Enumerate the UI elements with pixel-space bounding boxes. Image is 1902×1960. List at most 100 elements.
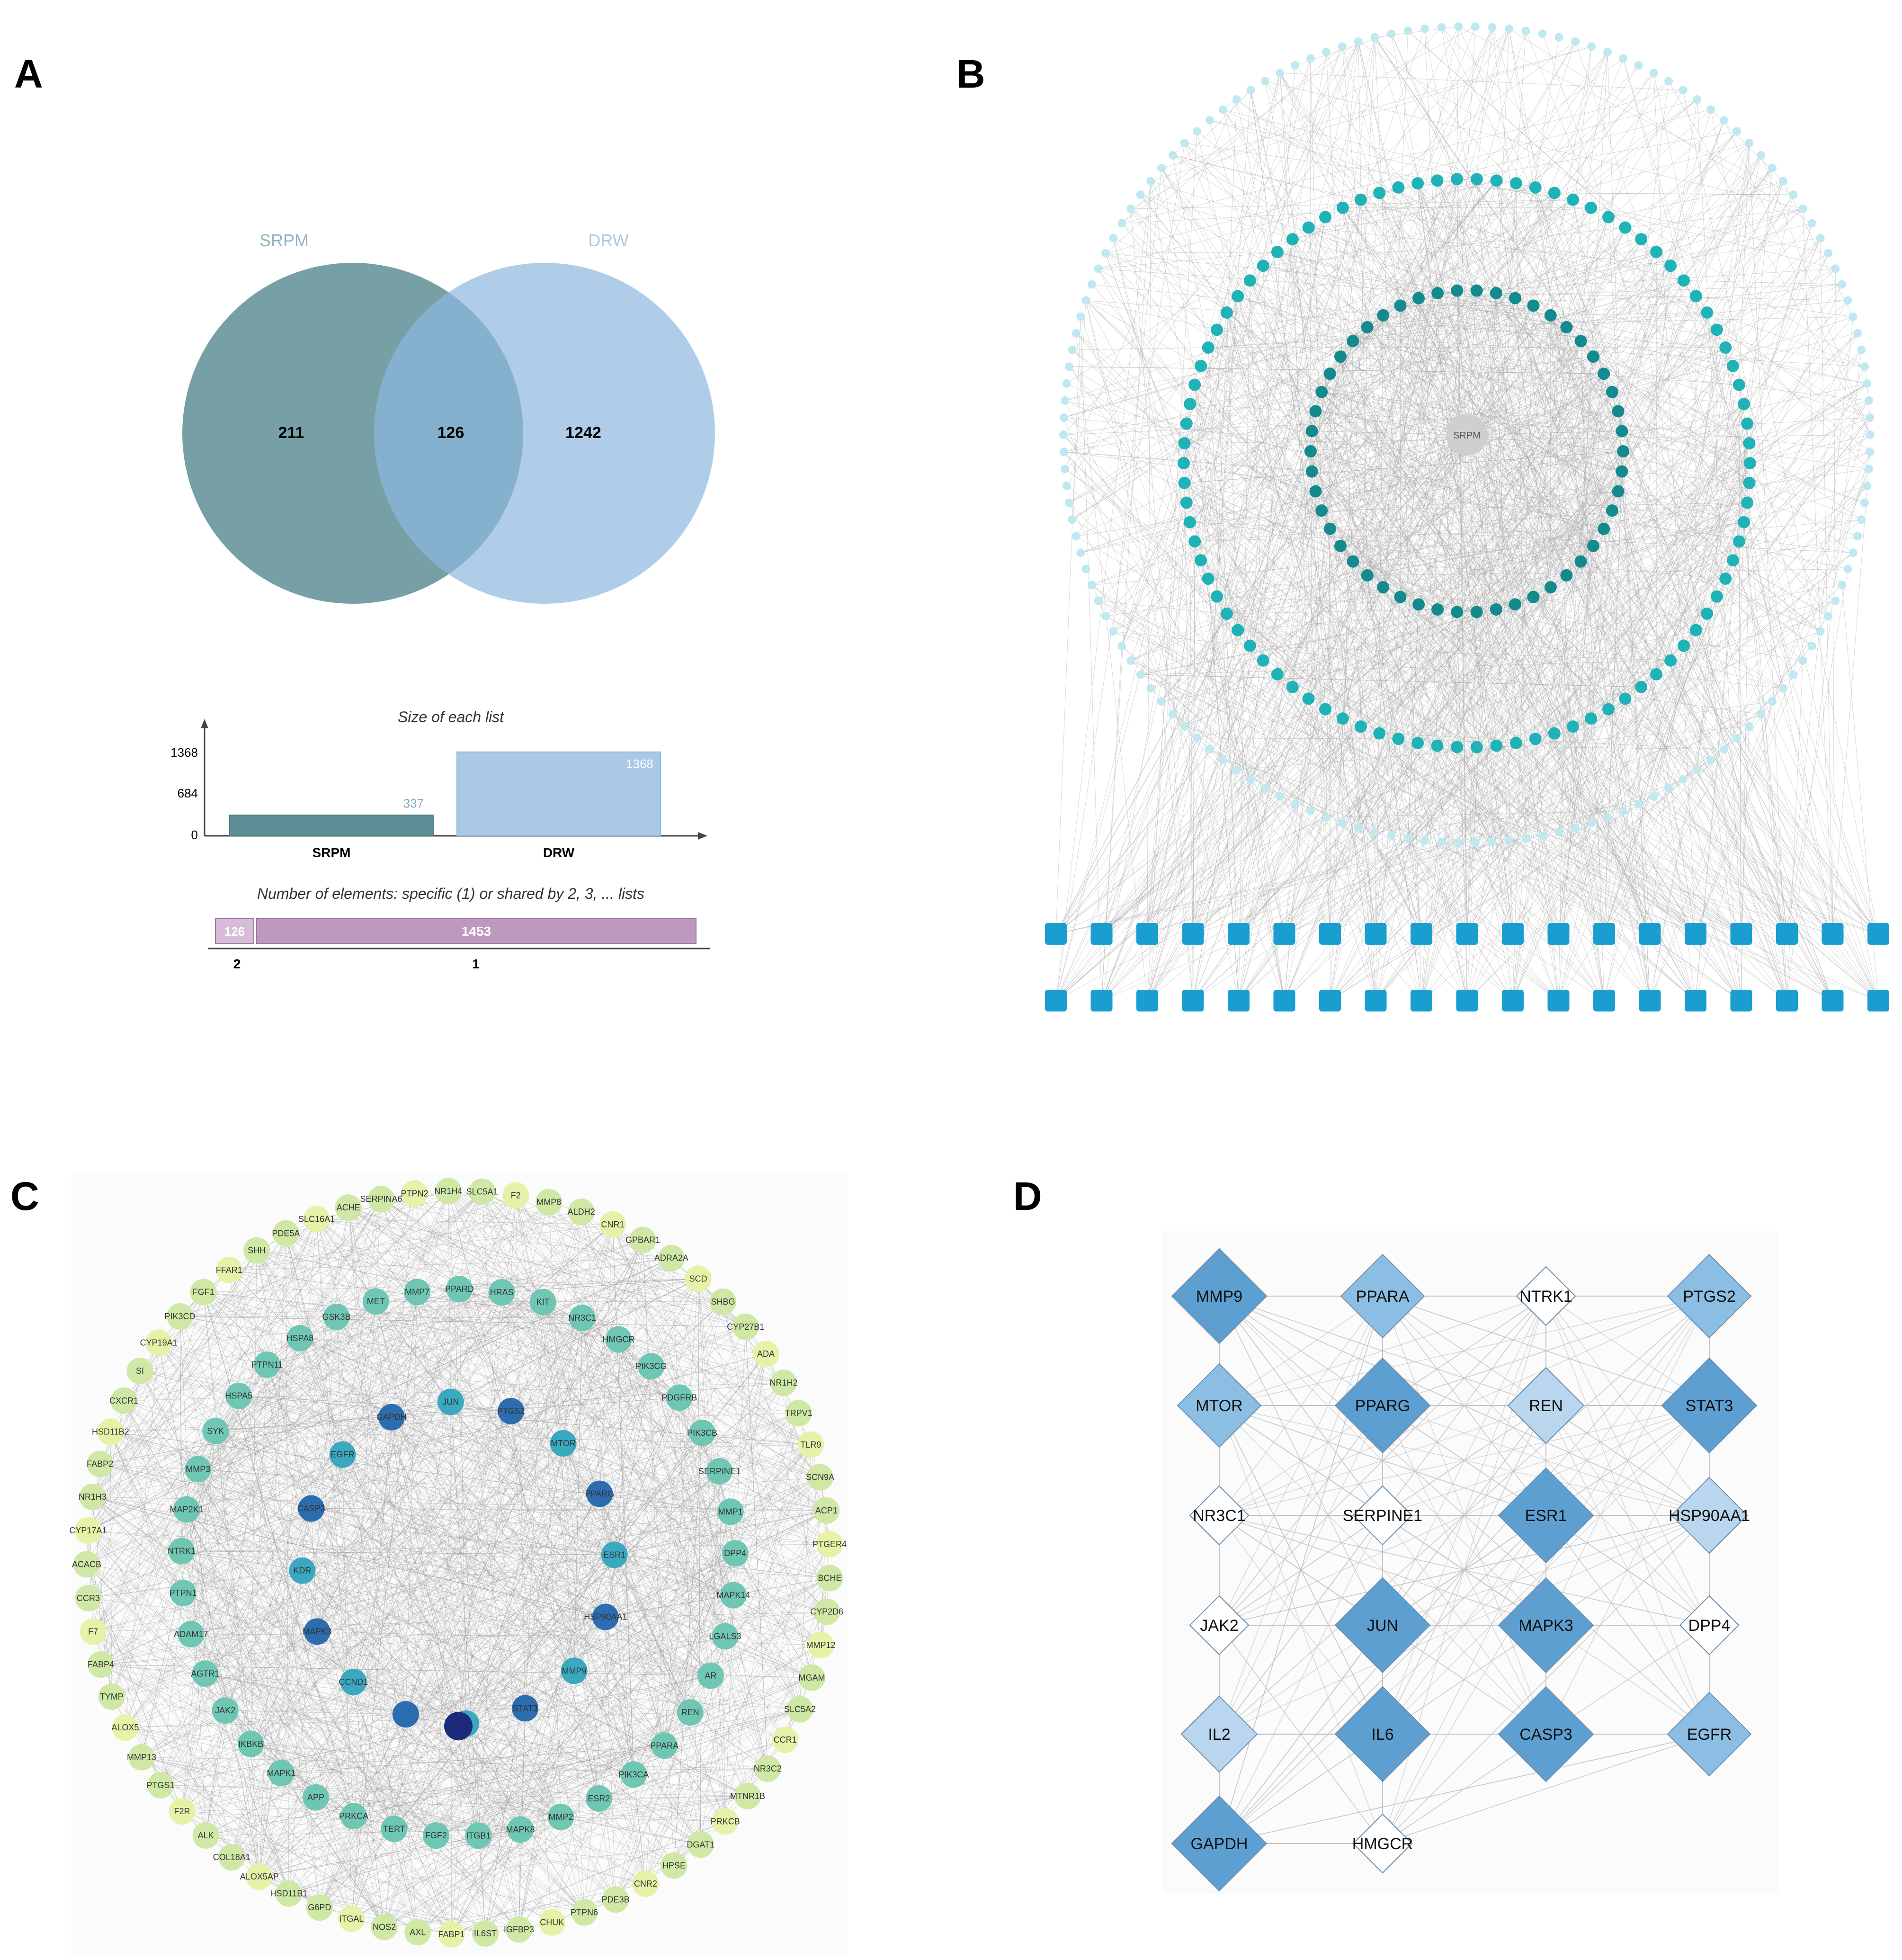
network-d-node <box>1171 1248 1268 1344</box>
network-b-middle-node <box>1470 741 1483 753</box>
network-c-node <box>717 1498 744 1525</box>
network-c-node <box>620 1761 647 1788</box>
venn-circle-drw <box>374 263 715 604</box>
network-b-outer-node <box>1863 379 1872 388</box>
network-b-middle-node <box>1726 359 1739 372</box>
network-b-outer-node <box>1488 23 1497 32</box>
network-b-middle-node <box>1732 378 1745 391</box>
network-b-outer-node <box>1370 828 1379 837</box>
network-b-outer-node <box>1857 345 1866 354</box>
elements-segment-specific <box>256 918 697 944</box>
network-b-outer-node <box>1853 329 1862 338</box>
network-b-outer-node <box>1471 838 1480 847</box>
network-b-middle-node <box>1619 221 1632 234</box>
network-b-outer-node <box>1180 139 1189 148</box>
network-b-middle-node <box>1743 476 1756 489</box>
network-b-middle-node <box>1232 624 1244 636</box>
network-c-node-label: CNR2 <box>634 1879 657 1888</box>
network-b-inner-node <box>1431 603 1444 616</box>
network-b-middle-node <box>1431 174 1444 187</box>
panel-a: A SRPM DRW 211 126 1242 Size of each lis… <box>14 52 715 971</box>
network-c-node <box>435 1178 462 1205</box>
network-b-outer-node <box>1276 792 1285 801</box>
network-c-node <box>185 1456 212 1483</box>
network-c-node-label: PPARA <box>650 1741 679 1750</box>
network-b-inner-node <box>1612 485 1625 498</box>
network-b-inner-node <box>1451 284 1464 297</box>
network-c-node-label: CYP19A1 <box>140 1338 178 1348</box>
network-b-middle-node <box>1411 736 1424 749</box>
network-c-node <box>697 1662 724 1689</box>
network-c-node-label: PTGS2 <box>497 1406 525 1416</box>
network-b-outer-node <box>1276 69 1285 78</box>
network-c-node-label: JUN <box>442 1397 459 1406</box>
network-b-middle-node <box>1210 323 1223 336</box>
network-c-node <box>754 1755 781 1782</box>
network-b-inner-node <box>1527 299 1540 312</box>
network-b-outer-node <box>1076 548 1085 557</box>
network-b-middle-node <box>1302 221 1315 234</box>
network-d-node <box>1352 1813 1413 1874</box>
network-b-middle-node <box>1373 187 1386 199</box>
network-c-node-label: ALDH2 <box>568 1207 595 1217</box>
network-c-node <box>813 1497 840 1524</box>
network-b-outer-node <box>1757 151 1766 160</box>
network-c-node <box>770 1369 797 1396</box>
network-b-outer-node <box>1693 765 1702 774</box>
network-c-node <box>677 1699 704 1726</box>
network-c-node-label: ESR2 <box>588 1794 610 1803</box>
network-b-outer-node <box>1354 823 1363 832</box>
network-c-node-label: SERPINE1 <box>698 1467 741 1476</box>
network-d-node <box>1352 1485 1413 1546</box>
network-d-node-label: PTGS2 <box>1683 1288 1735 1306</box>
network-b-middle-node <box>1180 496 1193 509</box>
network-b-square-node <box>1045 923 1067 945</box>
network-b-outer-node <box>1218 105 1227 114</box>
elements-segment-specific-value: 1453 <box>462 924 491 939</box>
network-b-outer-node <box>1420 836 1429 845</box>
network-b-square-node <box>1273 990 1295 1011</box>
network-b-outer-node <box>1848 312 1857 321</box>
network-b-outer-node <box>1798 204 1807 213</box>
network-d-node <box>1334 1686 1431 1782</box>
network-c-node <box>592 1603 619 1630</box>
network-b-outer-node <box>1857 515 1866 524</box>
network-b-square-node <box>1365 923 1387 945</box>
network-b-outer-node <box>1789 670 1798 679</box>
network-b-outer-node <box>1094 264 1103 273</box>
venn-count-overlap: 126 <box>438 424 464 442</box>
network-c-node-label: NR3C1 <box>568 1313 596 1323</box>
network-c-node <box>80 1618 107 1645</box>
network-b-outer-node <box>1838 581 1847 590</box>
network-b-square-node <box>1365 990 1387 1011</box>
network-c-node-label: BCHE <box>818 1573 841 1583</box>
elements-tick-1: 1 <box>472 957 480 971</box>
panel-b: B SRPM <box>956 22 1889 1011</box>
network-c-node <box>816 1565 843 1592</box>
network-c-node <box>816 1530 843 1557</box>
network-b-outer-node <box>1843 564 1852 573</box>
network-d-node-label: PPARA <box>1356 1288 1410 1306</box>
network-b-middle-node <box>1689 290 1702 303</box>
network-b-inner-node <box>1544 581 1557 594</box>
network-c-node-label: PIK3CG <box>635 1361 667 1371</box>
network-d-node-label: NTRK1 <box>1519 1288 1572 1306</box>
network-c-node <box>243 1237 270 1264</box>
network-c-node <box>169 1798 196 1825</box>
network-c-node <box>303 1784 330 1811</box>
network-b-middle-node <box>1354 193 1367 206</box>
network-b-inner-node <box>1361 569 1374 582</box>
network-c-node-label: CYP27B1 <box>727 1322 764 1332</box>
network-b-square-node <box>1456 990 1478 1011</box>
size-chart-xlabel-drw: DRW <box>543 845 575 860</box>
network-d-node-label: CASP3 <box>1519 1726 1572 1744</box>
network-b-middle-node <box>1602 211 1615 224</box>
network-b-middle-node <box>1567 193 1580 206</box>
network-b-middle-node <box>1619 692 1632 705</box>
network-b-outer-node <box>1136 190 1145 199</box>
network-c-node <box>289 1557 316 1584</box>
network-b-middle-node <box>1431 739 1444 752</box>
network-d-node-label: JAK2 <box>1200 1617 1238 1635</box>
network-b-inner-node <box>1412 598 1425 611</box>
